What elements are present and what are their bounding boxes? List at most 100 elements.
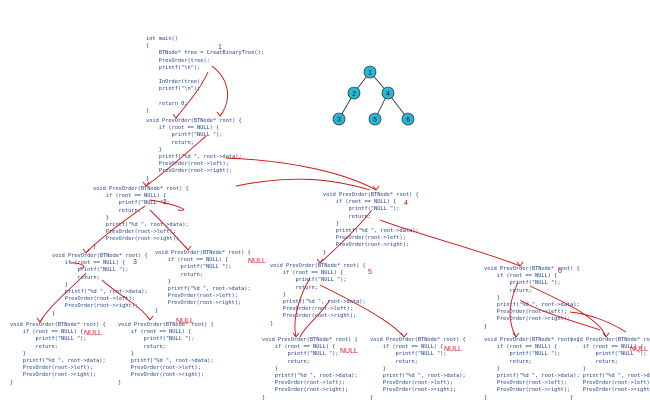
tree-node-label: 4 [386,90,390,97]
code-line: void PrevOrder(BTNode* root) { [146,118,242,124]
step-number: 2 [163,199,167,206]
code-line: if (root == NULL) { [146,125,220,132]
null-annotation: NULL [176,318,194,325]
code-line: return 0; [146,100,188,107]
code-line: { [146,43,150,50]
code-line: } [270,291,286,298]
code-line: PrevOrder(root->left); [484,309,567,316]
code-line: return; [10,343,58,350]
code-line: return; [146,139,194,146]
code-line: return; [52,274,100,281]
code-line: printf("NULL "); [146,132,223,139]
code-line: PrevOrder(root->left); [270,306,353,313]
tree-node-label: 2 [352,90,356,97]
tree-node-6: 6 [401,112,415,126]
tree-node-1: 1 [363,65,377,79]
code-line: printf("NULL "); [118,336,195,343]
annotation-arrowhead [146,315,154,321]
tree-node-circle [381,86,395,100]
code-line: } [262,394,266,401]
code-line: PrevOrder(root->left); [146,161,229,168]
tree-node-2: 2 [347,86,361,100]
code-line: printf("%d ", root->data); [118,357,214,364]
prevorder-call-3: void PrevOrder(BTNode* root) { if (root … [323,192,419,257]
code-line: PrevOrder(root->left); [155,293,238,300]
step-number: 3 [133,259,137,266]
annotation-arrowhead [172,113,180,119]
annotation-arrow [379,219,521,267]
annotation-arrow [509,281,519,338]
tree-node-label: 3 [337,116,341,123]
code-line: } [370,394,374,401]
code-line: } [10,350,26,357]
code-line: void PrevOrder(BTNode* root) { [570,337,650,343]
code-line: void PrevOrder(BTNode* root) { [93,186,189,192]
annotation-arrow [175,71,209,119]
code-line: printf("NULL "); [155,264,232,271]
annotation-arrow [529,285,607,338]
code-line: } [323,249,327,256]
code-line: InOrder(tree); [146,79,204,86]
code-line: void PrevOrder(BTNode* root) { [262,337,358,343]
code-line: PrevOrder(root->left); [262,380,345,387]
step-number: 6 [558,268,562,275]
code-line: printf("NULL "); [323,206,400,213]
tree-node-label: 6 [406,116,410,123]
code-line: } [146,146,162,153]
code-line: PrevOrder(root->right); [10,372,97,379]
code-line: return; [484,358,532,365]
annotation-arrow [85,205,146,254]
code-line: if (root == NULL) { [570,344,644,351]
code-line: void PrevOrder(BTNode* root) { [484,266,580,272]
code-line: void PrevOrder(BTNode* root) { [270,263,366,269]
annotation-arrowhead [142,181,150,187]
code-line: void PrevOrder(BTNode* root) { [370,337,466,343]
code-line: printf("%d ", root->data); [52,288,148,295]
code-line: printf("NULL "); [370,351,447,358]
code-line: int main() [146,36,178,42]
code-line: printf("%d ", root->data); [155,285,251,292]
code-line: return; [270,284,318,291]
annotation-arrow [149,209,189,251]
code-line: printf("NULL "); [570,351,647,358]
null-annotation: NULL [444,346,462,353]
code-line: if (root == NULL) { [262,344,336,351]
code-line: return; [570,358,618,365]
tree-node-circle [368,112,382,126]
annotation-arrowhead [82,248,90,254]
code-line: printf("NULL "); [52,267,129,274]
code-line: void PrevOrder(BTNode* root) { [52,253,148,259]
code-line: PrevOrder(root->right); [118,372,205,379]
code-line: if (root == NULL) { [10,329,84,336]
code-line: printf("%d ", root->data); [484,372,580,379]
annotation-arrowhead [400,332,408,338]
code-line: printf("%d ", root->data); [93,221,189,228]
annotation-arrowhead [602,332,610,338]
code-line: PrevOrder(root->right); [262,387,349,394]
annotation-arrow [149,199,185,211]
annotation-arrow [569,311,627,333]
code-line: } [52,310,56,317]
code-line: } [93,214,109,221]
prevorder-call-8: void PrevOrder(BTNode* root) { if (root … [10,322,106,387]
code-line: printf("%d ", root->data); [262,372,358,379]
code-line: PrevOrder(root->left); [570,380,650,387]
step-number: 4 [404,200,408,207]
prevorder-call-12: void PrevOrder(BTNode* root) { if (root … [484,337,580,402]
code-line: } [484,294,500,301]
code-line: printf("NULL "); [270,277,347,284]
prevorder-call-2: void PrevOrder(BTNode* root) { if (root … [93,186,189,251]
annotation-arrowhead [36,317,44,323]
code-line: if (root == NULL) { [93,193,167,200]
annotation-arrow [39,272,87,323]
code-line: PrevOrder(root->right); [270,313,357,320]
code-line: void PrevOrder(BTNode* root) { [484,337,580,343]
annotation-arrow [101,279,151,321]
tree-node-circle [401,112,415,126]
null-annotation: NULL [248,258,266,265]
code-line: } [118,379,122,386]
main-function-code: int main(){ BTNode* tree = CreatBinaryTr… [146,36,264,115]
code-line: if (root == NULL) { [370,344,444,351]
tree-node-5: 5 [368,112,382,126]
